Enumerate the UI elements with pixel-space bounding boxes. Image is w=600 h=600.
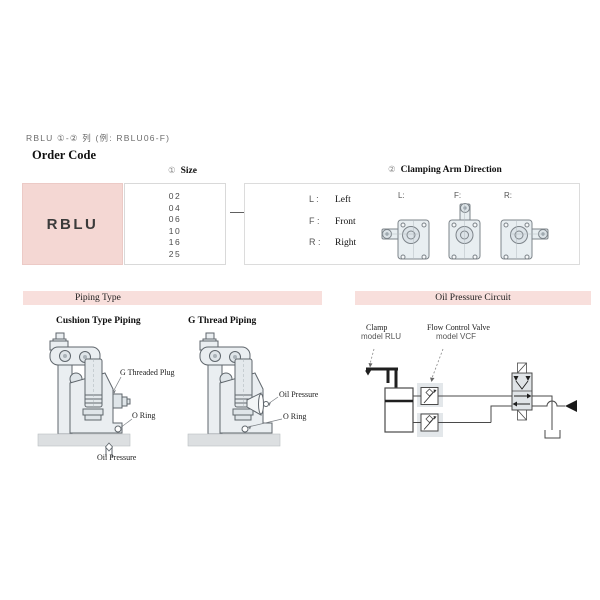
piping-type-header: Piping Type [23, 291, 322, 305]
size-option: 25 [168, 248, 182, 259]
size-label: Size [180, 166, 197, 176]
size-column-header: ① Size [168, 165, 197, 176]
diagram-label-front: F: [454, 191, 462, 200]
legend-name: Front [335, 217, 356, 227]
order-code-title: Order Code [32, 148, 96, 162]
size-option: 04 [168, 202, 182, 213]
size-option: 06 [168, 214, 182, 225]
circled-2-icon: ② [388, 164, 396, 174]
direction-label: Clamping Arm Direction [400, 165, 502, 175]
legend-code: F : [309, 216, 320, 226]
oil-pressure-circuit-header: Oil Pressure Circuit [355, 291, 591, 305]
pressure-source-symbol [565, 400, 577, 412]
g-threaded-plug-label: G Threaded Plug [120, 368, 175, 377]
gthread-piping-drawing [187, 332, 283, 447]
o-ring-label: O Ring [283, 412, 307, 421]
clamp-topview-left-icon [381, 219, 430, 260]
flow-control-valve-label: Flow Control Valve [427, 323, 490, 332]
legend-row-right: R : Right [309, 237, 356, 248]
clamp-model-label: model RLU [361, 332, 402, 341]
legend-code: R : [309, 237, 321, 247]
direction-box [244, 183, 580, 265]
valve-model-label: model VCF [436, 332, 477, 341]
model-code: RBLU [46, 215, 99, 233]
clamp-symbol [365, 367, 414, 433]
diagram-label-left: L: [398, 191, 405, 200]
order-code-separator: — [230, 203, 244, 219]
leader-lines [247, 396, 283, 428]
legend-name: Right [335, 238, 357, 248]
size-option: 02 [168, 191, 182, 201]
oil-pressure-label: Oil Pressure [279, 390, 319, 399]
o-ring-label: O Ring [132, 411, 156, 420]
cushion-piping-title: Cushion Type Piping [56, 316, 141, 326]
gthread-piping-title: G Thread Piping [188, 316, 257, 326]
flow-control-valve-symbols [417, 383, 443, 437]
directional-valve-symbol [511, 362, 533, 421]
legend-row-front: F : Front [309, 216, 356, 227]
size-options-box: 02 04 06 10 16 25 [124, 183, 226, 265]
ground-bar [187, 433, 281, 447]
circled-1-icon: ① [168, 165, 176, 175]
model-code-box: RBLU [22, 183, 123, 265]
size-option: 16 [168, 237, 182, 248]
ground-bar [37, 433, 131, 447]
oil-pressure-label: Oil Pressure [97, 453, 137, 462]
leader-lines [112, 376, 133, 429]
circuit-lines [413, 395, 565, 439]
legend-code: L : [309, 194, 319, 204]
model-code-heading: RBLU ①-② 列 (例: RBLU06-F) [26, 133, 171, 143]
direction-column-header: ② Clamping Arm Direction [388, 164, 502, 175]
legend-name: Left [335, 195, 351, 205]
diagram-label-right: R: [504, 191, 512, 200]
size-option: 10 [168, 225, 182, 236]
cushion-piping-drawing [37, 332, 133, 457]
clamp-topview-front-icon [448, 203, 481, 260]
oil-pressure-circuit-diagram [365, 348, 577, 439]
clamp-topview-right-icon [500, 219, 549, 260]
clamp-label: Clamp [366, 323, 388, 332]
legend-row-left: L : Left [309, 194, 351, 205]
